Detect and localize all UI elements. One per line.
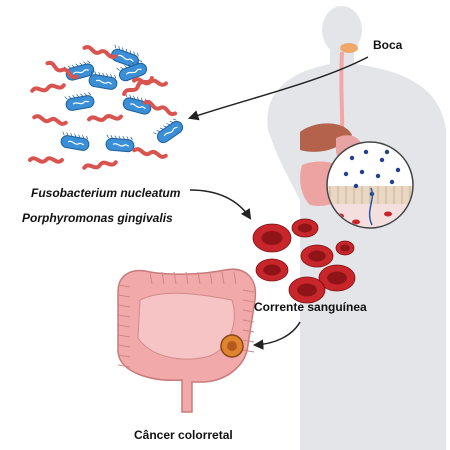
rod-bacterium <box>88 70 118 90</box>
red-blood-cell <box>252 223 292 253</box>
rod-bacterium <box>60 131 90 151</box>
chain-bacterium <box>45 60 79 80</box>
red-blood-cell <box>255 258 289 282</box>
rod-bacterium <box>110 44 140 68</box>
magnified-intestinal-wall <box>326 141 414 229</box>
chain-bacterium <box>87 113 123 123</box>
bacterium-label-fusobacterium: Fusobacterium nucleatum <box>31 186 181 200</box>
bloodstream-label: Corrente sanguínea <box>254 300 367 314</box>
arrow-blood-to-colon <box>252 321 301 350</box>
mouth-area <box>340 43 358 53</box>
mouth-label: Boca <box>373 38 403 52</box>
red-blood-cell <box>288 276 326 304</box>
chain-bacterium <box>32 114 68 126</box>
chain-bacterium <box>82 160 118 170</box>
rod-bacterium <box>153 118 184 144</box>
chain-bacterium <box>30 83 66 93</box>
bacteria-cluster <box>28 44 184 170</box>
red-blood-cell <box>318 264 356 292</box>
red-blood-cell <box>300 244 334 268</box>
chain-bacterium <box>142 99 178 117</box>
bacterium-label-porphyromonas: Porphyromonas gingivalis <box>22 211 173 225</box>
chain-bacterium <box>82 45 118 59</box>
arrow-mouth-to-bacteria <box>188 56 369 121</box>
chain-bacterium <box>28 156 64 164</box>
rod-bacterium <box>64 92 95 111</box>
arrow-bacteria-to-blood <box>189 189 252 220</box>
red-blood-cells <box>252 218 356 304</box>
rod-bacterium <box>116 59 148 82</box>
red-blood-cell <box>291 218 319 238</box>
small-intestine <box>137 292 235 360</box>
chain-bacterium <box>122 76 154 96</box>
colon <box>117 268 257 413</box>
rod-bacterium <box>105 134 135 153</box>
rod-bacterium <box>122 93 152 115</box>
chain-bacterium <box>132 147 168 159</box>
red-blood-cell <box>335 240 355 256</box>
cancer-label: Câncer colorretal <box>134 428 233 442</box>
rod-bacterium <box>63 60 95 81</box>
